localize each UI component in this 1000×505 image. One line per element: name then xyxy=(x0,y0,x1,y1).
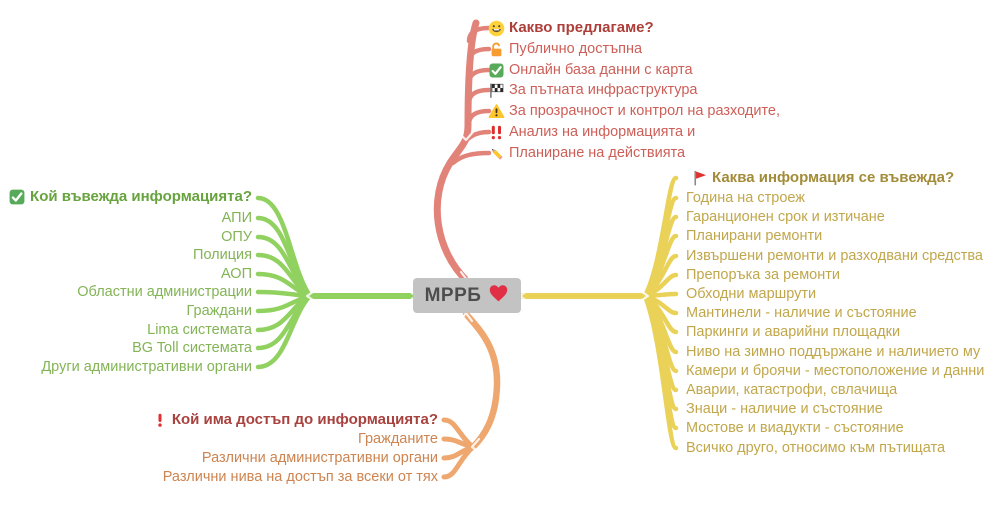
node-label: Всичко друго, относимо към пътищата xyxy=(686,440,946,456)
top-branch-item[interactable]: Анализ на информацията и xyxy=(488,121,695,143)
bottom-branch-lines xyxy=(441,310,501,480)
smiley-icon xyxy=(488,20,505,37)
center-label: МРРБ xyxy=(424,284,482,306)
node-label: Мостове и виадукти - състояние xyxy=(686,420,904,436)
warning-icon xyxy=(488,103,505,120)
left-branch-item[interactable]: Lima системата xyxy=(147,319,252,341)
node-label: Гражданите xyxy=(357,431,438,447)
node-label: За пътната инфраструктура xyxy=(509,82,698,98)
top-branch-item[interactable]: За прозрачност и контрол на разходите, xyxy=(488,100,780,122)
top-branch-item[interactable]: Онлайн база данни с карта xyxy=(488,59,693,81)
node-label: Граждани xyxy=(186,303,253,319)
check-icon xyxy=(8,188,26,206)
node-label: Други административни органи xyxy=(41,359,252,375)
top-branch-lines xyxy=(433,19,492,285)
node-center[interactable]: МРРБ xyxy=(413,278,521,313)
bottom-branch-item[interactable]: Различни нива на достъп за всеки от тях xyxy=(163,466,438,488)
node-label: Знаци - наличие и състояние xyxy=(686,401,883,417)
right-branch-item[interactable]: Извършени ремонти и разходвани средства xyxy=(686,245,983,267)
node-label: Анализ на информацията и xyxy=(509,124,696,140)
node-label: Областни администрации xyxy=(77,284,252,300)
junction-notches xyxy=(305,130,650,455)
node-label: Камери и броячи - местоположение и данни xyxy=(686,363,985,379)
right-branch-item[interactable]: Всичко друго, относимо към пътищата xyxy=(686,437,945,459)
node-label: Публично достъпна xyxy=(509,41,643,57)
left-branch-item[interactable]: Граждани xyxy=(187,300,253,322)
pencil-icon xyxy=(488,145,505,162)
left-branch-header[interactable]: Кой въвежда информацията? xyxy=(8,186,252,208)
node-label: Планиране на действията xyxy=(509,145,686,161)
node-label: Различни нива на достъп за всеки от тях xyxy=(162,469,438,485)
open-lock-icon xyxy=(488,41,505,58)
node-label: Ниво на зимно поддържане и наличието му xyxy=(686,344,981,360)
node-label: Аварии, катастрофи, свлачища xyxy=(686,382,898,398)
node-label: Гаранционен срок и изтичане xyxy=(686,209,885,225)
node-label: Различни административни органи xyxy=(201,450,438,466)
right-branch-item[interactable]: Препоръка за ремонти xyxy=(686,264,840,286)
check-icon xyxy=(488,62,505,79)
left-branch-item[interactable]: Полиция xyxy=(193,244,252,266)
node-label: АПИ xyxy=(221,210,252,226)
left-branch-item[interactable]: АПИ xyxy=(222,207,252,229)
node-label: Препоръка за ремонти xyxy=(686,267,840,283)
double-exclamation-icon xyxy=(488,124,505,141)
node-label: Извършени ремонти и разходвани средства xyxy=(686,248,983,264)
node-label: Каква информация се въвежда? xyxy=(712,169,955,186)
left-branch-item[interactable]: АОП xyxy=(221,263,252,285)
top-branch-item[interactable]: За пътната инфраструктура xyxy=(488,79,697,101)
node-label: BG Toll системата xyxy=(132,340,252,356)
exclamation-icon xyxy=(152,412,168,428)
node-label: Какво предлагаме? xyxy=(509,19,654,36)
right-branch-item[interactable]: Камери и броячи - местоположение и данни xyxy=(686,360,984,382)
right-branch-item[interactable]: Година на строеж xyxy=(686,187,805,209)
right-branch-header[interactable]: Каква информация се въвежда? xyxy=(690,167,954,189)
top-branch-item[interactable]: Публично достъпна xyxy=(488,38,642,60)
left-branch-item[interactable]: ОПУ xyxy=(221,226,252,248)
node-label: За прозрачност и контрол на разходите, xyxy=(509,103,780,119)
node-label: АОП xyxy=(220,266,252,282)
node-label: Кой има достъп до информацията? xyxy=(171,411,438,428)
node-label: Година на строеж xyxy=(686,190,806,206)
node-label: Кой въвежда информацията? xyxy=(30,188,252,205)
red-flag-icon xyxy=(690,169,708,187)
left-branch-item[interactable]: BG Toll системата xyxy=(132,337,252,359)
left-branch-lines xyxy=(255,195,419,370)
right-branch-item[interactable]: Планирани ремонти xyxy=(686,225,822,247)
right-branch-lines xyxy=(517,175,679,451)
node-label: Паркинги и аварийни площадки xyxy=(686,324,901,340)
right-branch-item[interactable]: Знаци - наличие и състояние xyxy=(686,398,883,420)
right-branch-item[interactable]: Мантинели - наличие и състояние xyxy=(686,302,917,324)
node-label: ОПУ xyxy=(221,229,252,245)
top-branch-header[interactable]: Какво предлагаме? xyxy=(488,17,654,39)
checkered-flag-icon xyxy=(488,82,505,99)
right-branch-item[interactable]: Аварии, катастрофи, свлачища xyxy=(686,379,897,401)
right-branch-item[interactable]: Ниво на зимно поддържане и наличието му xyxy=(686,341,980,363)
node-label: Планирани ремонти xyxy=(686,228,823,244)
right-branch-item[interactable]: Паркинги и аварийни площадки xyxy=(686,321,900,343)
left-branch-item[interactable]: Други административни органи xyxy=(41,356,252,378)
right-branch-item[interactable]: Обходни маршрути xyxy=(686,283,816,305)
heart-icon xyxy=(488,283,509,309)
right-branch-item[interactable]: Мостове и виадукти - състояние xyxy=(686,417,904,439)
node-label: Онлайн база данни с карта xyxy=(509,62,693,78)
bottom-branch-item[interactable]: Различни административни органи xyxy=(202,447,438,469)
node-label: Обходни маршрути xyxy=(686,286,817,302)
node-label: Lima системата xyxy=(147,322,252,338)
bottom-branch-item[interactable]: Гражданите xyxy=(358,428,438,450)
bottom-branch-trunk xyxy=(462,310,501,451)
node-label: Полиция xyxy=(193,247,252,263)
node-label: Мантинели - наличие и състояние xyxy=(686,305,917,321)
left-branch-item[interactable]: Областни администрации xyxy=(77,281,252,303)
bottom-branch-header[interactable]: Кой има достъп до информацията? xyxy=(152,409,438,431)
top-branch-item[interactable]: Планиране на действията xyxy=(488,142,685,164)
right-branch-item[interactable]: Гаранционен срок и изтичане xyxy=(686,206,885,228)
